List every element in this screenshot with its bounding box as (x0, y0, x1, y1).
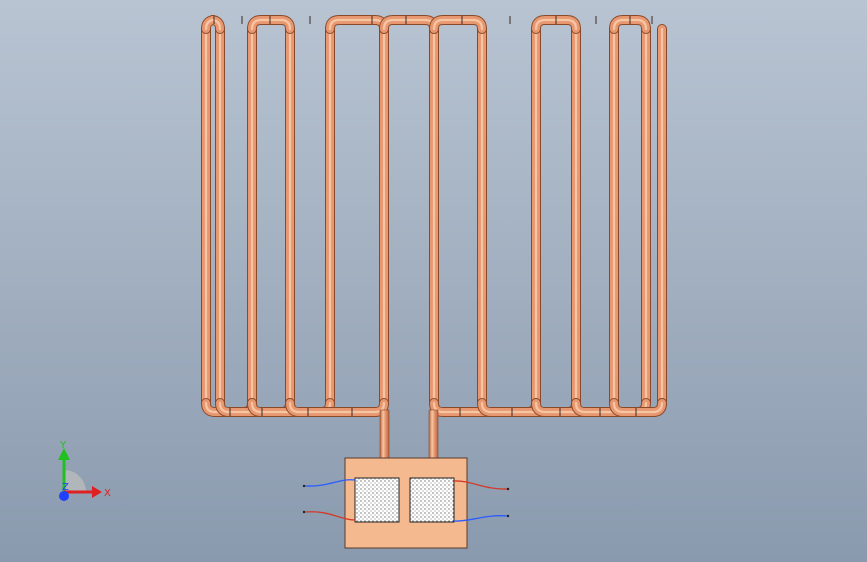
y-axis-arrowhead (58, 448, 70, 460)
copper-coil[interactable] (201, 15, 667, 417)
coil-bottom-bend-highlight (612, 401, 664, 414)
riser-right (428, 409, 439, 461)
terminal-block-right[interactable] (409, 477, 455, 523)
terminal-block-left[interactable] (354, 477, 400, 523)
wire-blue-left[interactable] (304, 479, 356, 487)
y-axis-label: Y (59, 440, 67, 451)
triad-rotation-arc (64, 470, 86, 492)
coil-bottom-bend-highlight (288, 401, 386, 414)
z-axis-label: Z (62, 482, 69, 493)
wire-end (302, 510, 306, 514)
axis-triad: Y X Z (58, 440, 111, 501)
riser-left (379, 409, 390, 461)
x-axis-arrowhead (92, 486, 102, 498)
wire-red-right[interactable] (453, 480, 509, 490)
wire-blue-right[interactable] (453, 515, 509, 522)
wire-red-left[interactable] (304, 511, 356, 521)
z-axis-dot (59, 491, 69, 501)
wire-end (302, 484, 306, 488)
coil-top-bend-highlight (204, 18, 222, 31)
wire-end (506, 514, 510, 518)
x-axis-label: X (104, 488, 111, 499)
wire-end (506, 487, 510, 491)
coil-top-bend-highlight (250, 18, 292, 31)
coil-top-bend-highlight (432, 18, 484, 31)
